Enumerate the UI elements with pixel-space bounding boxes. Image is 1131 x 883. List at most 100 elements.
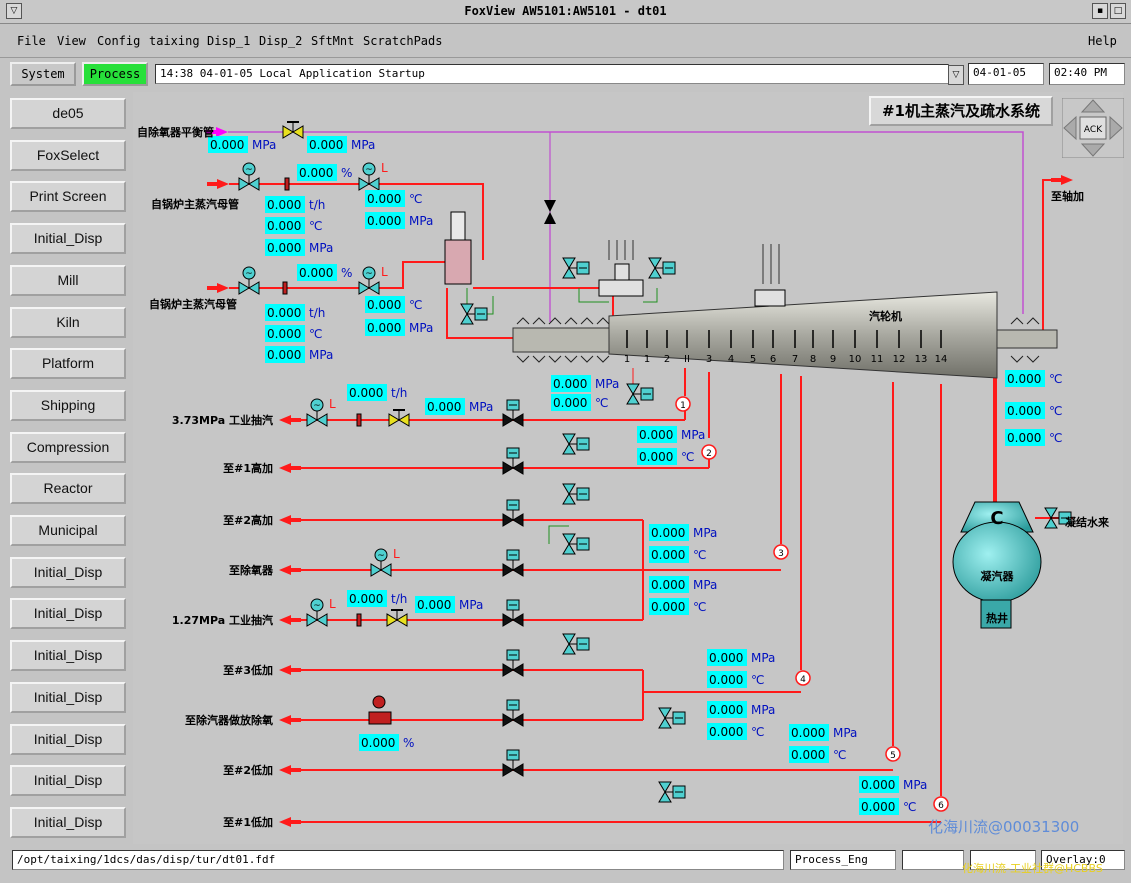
valve-left-wedge[interactable] bbox=[358, 177, 370, 191]
menu-disp2[interactable]: Disp_2 bbox=[259, 34, 303, 48]
valve-bottom-wedge[interactable] bbox=[562, 267, 576, 279]
sidebar-button-shipping-7[interactable]: Shipping bbox=[10, 389, 126, 421]
lp3-drain-valve-icon[interactable] bbox=[658, 707, 686, 729]
valve-right-wedge[interactable] bbox=[316, 613, 328, 627]
valve-ind-127[interactable] bbox=[502, 599, 524, 627]
valve-left-wedge[interactable] bbox=[370, 563, 382, 577]
valve-right-wedge[interactable] bbox=[512, 663, 524, 677]
valve-right-wedge[interactable] bbox=[398, 413, 410, 427]
valve-right-wedge[interactable] bbox=[512, 413, 524, 427]
valve-top-wedge[interactable] bbox=[658, 781, 672, 793]
boiler-a-control-valve-icon[interactable]: ~ bbox=[358, 162, 380, 191]
valve-hp1[interactable] bbox=[502, 447, 524, 475]
menu-file[interactable]: File bbox=[17, 34, 46, 48]
valve-bottom-wedge[interactable] bbox=[460, 313, 474, 325]
valve-right-wedge[interactable] bbox=[512, 461, 524, 475]
boiler-b-control-valve-icon[interactable]: ~ bbox=[358, 266, 380, 295]
valve-right-wedge[interactable] bbox=[316, 413, 328, 427]
valve-bottom-wedge[interactable] bbox=[648, 267, 662, 279]
sidebar-button-platform-6[interactable]: Platform bbox=[10, 348, 126, 380]
sidebar-button-print-screen-2[interactable]: Print Screen bbox=[10, 181, 126, 213]
menu-scratchpads[interactable]: ScratchPads bbox=[363, 34, 443, 48]
valve-top-wedge[interactable] bbox=[626, 383, 640, 395]
ind127-control-valve-icon[interactable]: ~ bbox=[306, 598, 328, 627]
valve-right-wedge[interactable] bbox=[368, 177, 380, 191]
sidebar-button-de05-0[interactable]: de05 bbox=[10, 98, 126, 129]
valve-top-wedge[interactable] bbox=[1044, 507, 1058, 519]
valve-top-wedge[interactable] bbox=[562, 533, 576, 545]
deaerator-control-valve-icon[interactable]: ~ bbox=[370, 548, 392, 577]
header-isolation-valve-icon[interactable] bbox=[544, 200, 556, 224]
sidebar-button-municipal-10[interactable]: Municipal bbox=[10, 515, 126, 546]
sidebar-button-initial-disp-11[interactable]: Initial_Disp bbox=[10, 556, 126, 588]
valve-top-wedge[interactable] bbox=[562, 433, 576, 445]
valve-left-wedge[interactable] bbox=[238, 177, 250, 191]
system-button[interactable]: System bbox=[10, 62, 76, 86]
valve-right-wedge[interactable] bbox=[248, 281, 260, 295]
valve-top-wedge[interactable] bbox=[544, 200, 556, 212]
menu-help[interactable]: Help bbox=[1088, 34, 1117, 48]
ack-button[interactable]: ACK bbox=[1061, 97, 1125, 159]
valve-lp3[interactable] bbox=[502, 649, 524, 677]
boiler-a-valve-icon[interactable]: ~ bbox=[238, 162, 260, 191]
valve-left-wedge[interactable] bbox=[502, 461, 514, 475]
valve-right-wedge[interactable] bbox=[512, 563, 524, 577]
valve-left-wedge[interactable] bbox=[388, 413, 400, 427]
hp1-drain-valve-icon[interactable] bbox=[562, 483, 590, 505]
valve-deaerator[interactable] bbox=[502, 549, 524, 577]
valve-left-wedge[interactable] bbox=[502, 663, 514, 677]
valve-bottom-wedge[interactable] bbox=[544, 212, 556, 224]
valve-bottom-wedge[interactable] bbox=[562, 443, 576, 455]
menu-config[interactable]: Config bbox=[97, 34, 141, 48]
sidebar-button-initial-disp-15[interactable]: Initial_Disp bbox=[10, 723, 126, 755]
valve-bottom-wedge[interactable] bbox=[1044, 517, 1058, 529]
menu-view[interactable]: View bbox=[57, 34, 86, 48]
valve-right-wedge[interactable] bbox=[248, 177, 260, 191]
balance-valve-icon[interactable] bbox=[282, 121, 304, 139]
sidebar-button-compression-8[interactable]: Compression bbox=[10, 431, 126, 463]
valve-right-wedge[interactable] bbox=[368, 281, 380, 295]
sidebar-button-mill-4[interactable]: Mill bbox=[10, 264, 126, 296]
valve-left-wedge[interactable] bbox=[282, 125, 294, 139]
valve-right-wedge[interactable] bbox=[512, 763, 524, 777]
valve-right-wedge[interactable] bbox=[512, 613, 524, 627]
process-button[interactable]: Process bbox=[82, 62, 148, 86]
ind373-drain-valve-icon[interactable] bbox=[562, 433, 590, 455]
sidebar-button-initial-disp-3[interactable]: Initial_Disp bbox=[10, 223, 126, 255]
valve-steam-dea[interactable] bbox=[502, 699, 524, 727]
valve-left-wedge[interactable] bbox=[502, 713, 514, 727]
valve-bottom-wedge[interactable] bbox=[658, 717, 672, 729]
valve-left-wedge[interactable] bbox=[502, 413, 514, 427]
sidebar-button-initial-disp-17[interactable]: Initial_Disp bbox=[10, 806, 126, 838]
sidebar-button-initial-disp-12[interactable]: Initial_Disp bbox=[10, 598, 126, 630]
governor-drain-valve-b-icon[interactable] bbox=[648, 257, 676, 279]
valve-bottom-wedge[interactable] bbox=[562, 643, 576, 655]
valve-right-wedge[interactable] bbox=[292, 125, 304, 139]
valve-left-wedge[interactable] bbox=[358, 281, 370, 295]
ind127-check-valve-icon[interactable] bbox=[386, 609, 408, 627]
lp2-drain-valve-icon[interactable] bbox=[658, 781, 686, 803]
valve-left-wedge[interactable] bbox=[502, 513, 514, 527]
valve-top-wedge[interactable] bbox=[460, 303, 474, 315]
valve-bottom-wedge[interactable] bbox=[562, 493, 576, 505]
hp2-drain-valve-icon[interactable] bbox=[562, 533, 590, 555]
governor-drain-valve-a-icon[interactable] bbox=[562, 257, 590, 279]
boiler-b-valve-icon[interactable]: ~ bbox=[238, 266, 260, 295]
menu-sftmnt[interactable]: SftMnt bbox=[311, 34, 355, 48]
valve-bottom-wedge[interactable] bbox=[562, 543, 576, 555]
valve-left-wedge[interactable] bbox=[306, 413, 318, 427]
maximize-icon[interactable]: □ bbox=[1110, 3, 1126, 19]
valve-top-wedge[interactable] bbox=[658, 707, 672, 719]
sidebar-button-foxselect-1[interactable]: FoxSelect bbox=[10, 139, 126, 171]
valve-left-wedge[interactable] bbox=[386, 613, 398, 627]
ind127-drain-valve-icon[interactable] bbox=[562, 633, 590, 655]
stop-valve-drain-icon[interactable] bbox=[460, 303, 488, 325]
menu-disp1[interactable]: Disp_1 bbox=[207, 34, 251, 48]
valve-bottom-wedge[interactable] bbox=[626, 393, 640, 405]
valve-hp2[interactable] bbox=[502, 499, 524, 527]
message-dropdown-icon[interactable]: ▽ bbox=[948, 65, 964, 85]
sidebar-button-reactor-9[interactable]: Reactor bbox=[10, 473, 126, 505]
valve-right-wedge[interactable] bbox=[380, 563, 392, 577]
stage-drain-valve-icon[interactable] bbox=[626, 383, 654, 405]
ind373-control-valve-icon[interactable]: ~ bbox=[306, 398, 328, 427]
